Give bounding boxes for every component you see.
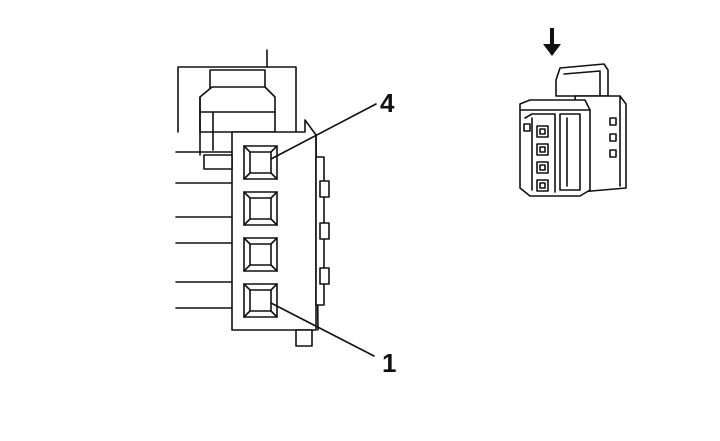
wires xyxy=(175,151,233,309)
terminal-cavity-3 xyxy=(243,191,278,226)
leader-line-pin-1 xyxy=(270,302,375,357)
pin-label-4: 4 xyxy=(380,88,395,118)
connector-face-view: 4 1 xyxy=(175,49,396,378)
down-arrow-icon xyxy=(543,28,561,56)
connector-3d-view xyxy=(519,28,627,197)
connector-latch xyxy=(177,66,297,133)
leader-line-pin-4 xyxy=(270,103,377,160)
mini-cavities xyxy=(536,125,549,192)
terminal-cavity-2 xyxy=(243,237,278,272)
pin-label-1: 1 xyxy=(382,348,396,378)
terminal-cavity-1 xyxy=(243,283,278,318)
terminal-cavity-4 xyxy=(243,145,278,180)
